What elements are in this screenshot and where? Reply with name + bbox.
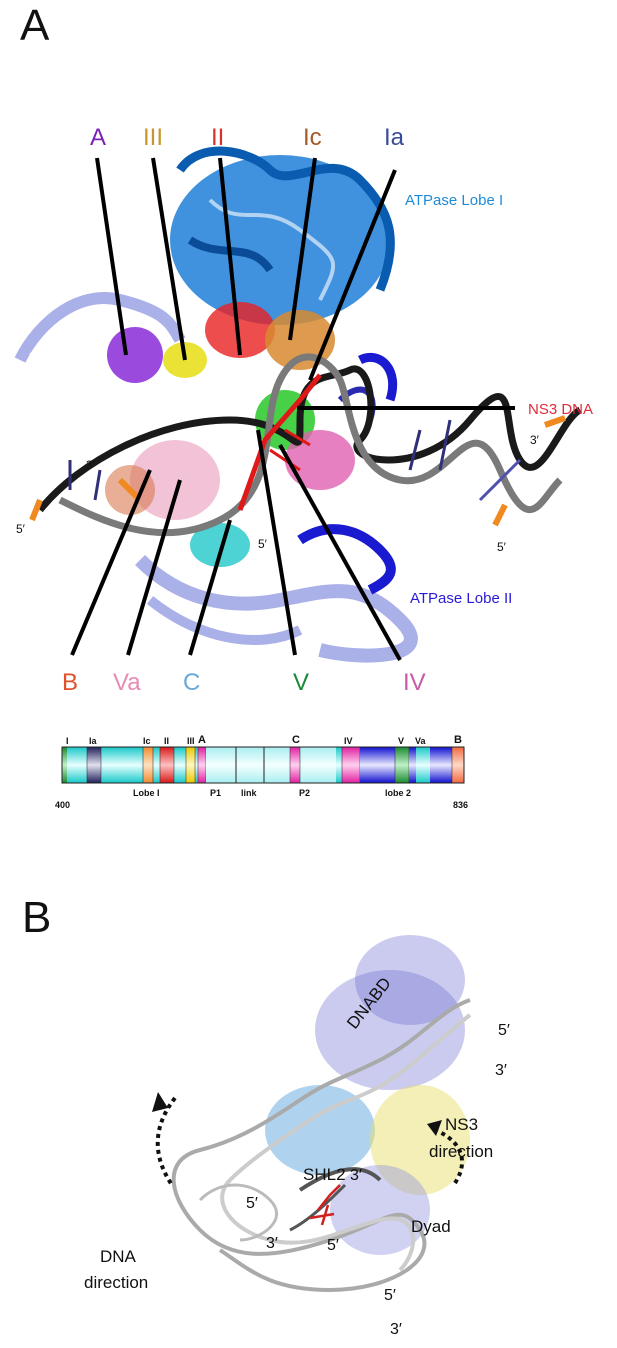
motif-pointer-lines — [70, 157, 515, 661]
motif-label-Ia: Ia — [384, 124, 405, 151]
bar-end: 836 — [453, 800, 468, 810]
end-label-center-5: 5′ — [258, 537, 268, 551]
end-label-right-3: 3′ — [530, 433, 540, 447]
motif-label-C: C — [183, 669, 200, 696]
bar-label-A: A — [198, 734, 206, 746]
bar-region-lobe1: Lobe I — [133, 788, 160, 798]
end-label-inner-3: 3′ — [266, 1235, 278, 1252]
bar-label-II: II — [164, 736, 169, 746]
end-label-top-5: 5′ — [498, 1022, 510, 1039]
bar-label-III: III — [187, 736, 195, 746]
bar-region-link: link — [241, 788, 257, 798]
motif-label-B: B — [62, 669, 78, 696]
domain-bar — [61, 746, 465, 784]
end-label-bottom-3: 3′ — [390, 1321, 402, 1338]
bar-region-p2: P2 — [299, 788, 310, 798]
bar-label-Va: Va — [415, 736, 427, 746]
panel-b-letter: B — [22, 893, 51, 942]
end-label-top-3: 3′ — [495, 1062, 507, 1079]
bar-label-C: C — [292, 734, 300, 746]
dna-direction-line2: direction — [84, 1273, 148, 1292]
nucleosome-illustration — [152, 935, 472, 1293]
dyad-label: Dyad — [411, 1217, 451, 1236]
ns3-direction-line1: NS3 — [445, 1115, 478, 1134]
bar-label-Ia: Ia — [89, 736, 98, 746]
dna-direction-line1: DNA — [100, 1247, 137, 1266]
motif-label-III: III — [143, 124, 163, 151]
end-label-right-5: 5′ — [497, 540, 507, 554]
bar-region-p1: P1 — [210, 788, 221, 798]
panel-a-letter: A — [20, 1, 50, 50]
end-label-left-3: 3′ — [86, 458, 96, 472]
bar-label-IV: IV — [344, 736, 353, 746]
bar-region-lobe2: lobe 2 — [385, 788, 411, 798]
motif-label-Va: Va — [113, 669, 141, 696]
bar-label-B: B — [454, 734, 462, 746]
ns3-dna-label: NS3 DNA — [528, 401, 593, 418]
bar-label-V: V — [398, 736, 404, 746]
end-label-left-5b: 5′ — [246, 1195, 258, 1212]
motif-label-A: A — [90, 124, 106, 151]
bar-start: 400 — [55, 800, 70, 810]
lobe1-label: ATPase Lobe I — [405, 192, 503, 209]
motif-label-II: II — [211, 124, 224, 151]
ns3-direction-line2: direction — [429, 1142, 493, 1161]
shl2-label: SHL2 — [303, 1165, 346, 1184]
end-label-bottom-5: 5′ — [384, 1287, 396, 1304]
bar-label-I: I — [66, 736, 69, 746]
motif-label-IV: IV — [403, 669, 426, 696]
end-label-left-5: 5′ — [16, 522, 26, 536]
end-label-mid-3: 3′ — [350, 1167, 362, 1184]
motif-label-V: V — [293, 669, 309, 696]
lobe2-label: ATPase Lobe II — [410, 590, 512, 607]
bar-label-Ic: Ic — [143, 736, 151, 746]
motif-label-Ic: Ic — [303, 124, 322, 151]
end-label-inner-5: 5′ — [327, 1237, 339, 1254]
